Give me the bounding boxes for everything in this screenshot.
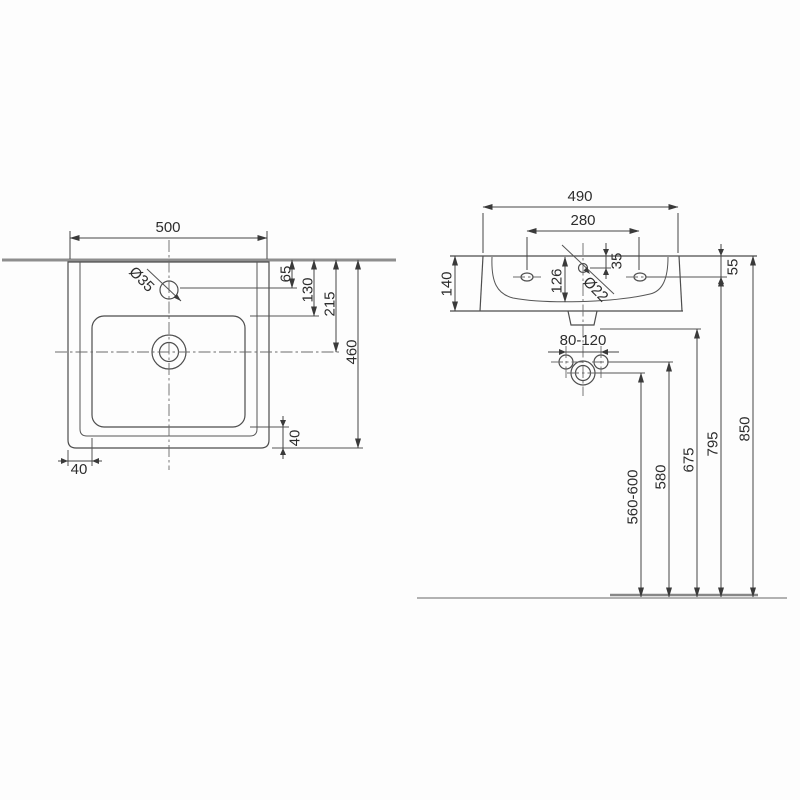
label-850: 850 xyxy=(736,416,753,441)
label-55: 55 xyxy=(724,259,741,276)
label-140: 140 xyxy=(438,271,455,296)
label-560-600: 560-600 xyxy=(624,469,641,524)
label-500: 500 xyxy=(155,219,180,236)
label-490: 490 xyxy=(567,188,592,205)
front-view xyxy=(417,204,787,599)
label-675: 675 xyxy=(680,447,697,472)
label-795: 795 xyxy=(704,431,721,456)
label-460: 460 xyxy=(343,339,360,364)
basin-outer-outline xyxy=(67,261,270,449)
top-view xyxy=(2,231,396,470)
label-35: 35 xyxy=(608,253,625,270)
label-280: 280 xyxy=(570,212,595,229)
basin-shell-edge xyxy=(79,262,258,437)
bowl-outline xyxy=(91,315,246,428)
waste-tailpiece xyxy=(567,310,598,326)
label-40-left: 40 xyxy=(71,461,88,478)
label-215: 215 xyxy=(321,291,338,316)
label-40-right: 40 xyxy=(286,430,303,447)
label-130: 130 xyxy=(299,277,316,302)
tap-hole-leader xyxy=(146,268,182,302)
bowl-silhouette xyxy=(491,256,669,303)
label-580: 580 xyxy=(652,464,669,489)
label-80-120: 80-120 xyxy=(560,332,607,349)
label-126: 126 xyxy=(548,268,565,293)
label-o35: Ø35 xyxy=(125,263,157,295)
label-65: 65 xyxy=(277,266,294,283)
